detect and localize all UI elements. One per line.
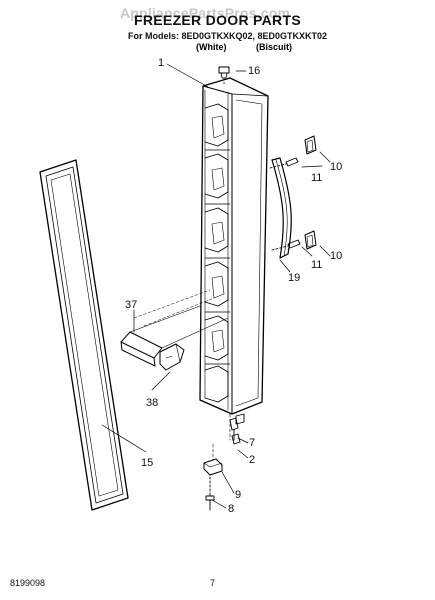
- document-number: 8199098: [10, 578, 46, 588]
- handle-screw-lower: [271, 239, 301, 251]
- page-number: 7: [210, 578, 216, 588]
- shelf-bracket-part: [159, 343, 185, 371]
- hinge-screw-part: [231, 433, 241, 445]
- variant-biscuit-label: (Biscuit): [256, 42, 292, 52]
- freezer-door-part: [199, 77, 269, 415]
- callout-7: 7: [249, 437, 255, 449]
- variant-white-label: (White): [196, 42, 227, 52]
- callout-37: 37: [125, 299, 137, 311]
- callout-1: 1: [158, 57, 164, 69]
- callout-11-upper: 11: [311, 172, 322, 184]
- callout-2: 2: [249, 454, 255, 466]
- callout-38: 38: [146, 397, 158, 409]
- callout-10-lower: 10: [330, 250, 342, 262]
- hinge-block-screw-part: [205, 476, 215, 511]
- leader-lines: [101, 63, 331, 509]
- page-title: FREEZER DOOR PARTS: [134, 12, 301, 28]
- callout-8: 8: [228, 503, 234, 515]
- watermark-text: AppliancePartsPros.com: [120, 5, 291, 21]
- callout-15: 15: [141, 457, 153, 469]
- handle-screw-upper: [269, 157, 299, 169]
- callout-11-lower: 11: [311, 259, 322, 271]
- handle-end-cap-upper: [304, 135, 317, 155]
- callout-9: 9: [235, 489, 241, 501]
- door-gasket-part: [39, 159, 129, 511]
- callout-10-upper: 10: [330, 161, 342, 173]
- door-handle-part: [271, 157, 292, 259]
- callout-19: 19: [288, 272, 300, 284]
- hinge-plug-part: [218, 66, 230, 87]
- hinge-block-part: [203, 443, 223, 476]
- shelf-retainer-bar-part: [120, 305, 229, 367]
- model-numbers: For Models: 8ED0GTKXKQ02, 8ED0GTKXKT02: [128, 31, 328, 41]
- hinge-pin-part: [229, 417, 239, 441]
- page-header: AppliancePartsPros.com FREEZER DOOR PART…: [0, 0, 435, 60]
- callout-16: 16: [248, 65, 260, 77]
- handle-end-cap-lower: [304, 230, 317, 250]
- bottom-hinge-bushing-part: [229, 413, 245, 441]
